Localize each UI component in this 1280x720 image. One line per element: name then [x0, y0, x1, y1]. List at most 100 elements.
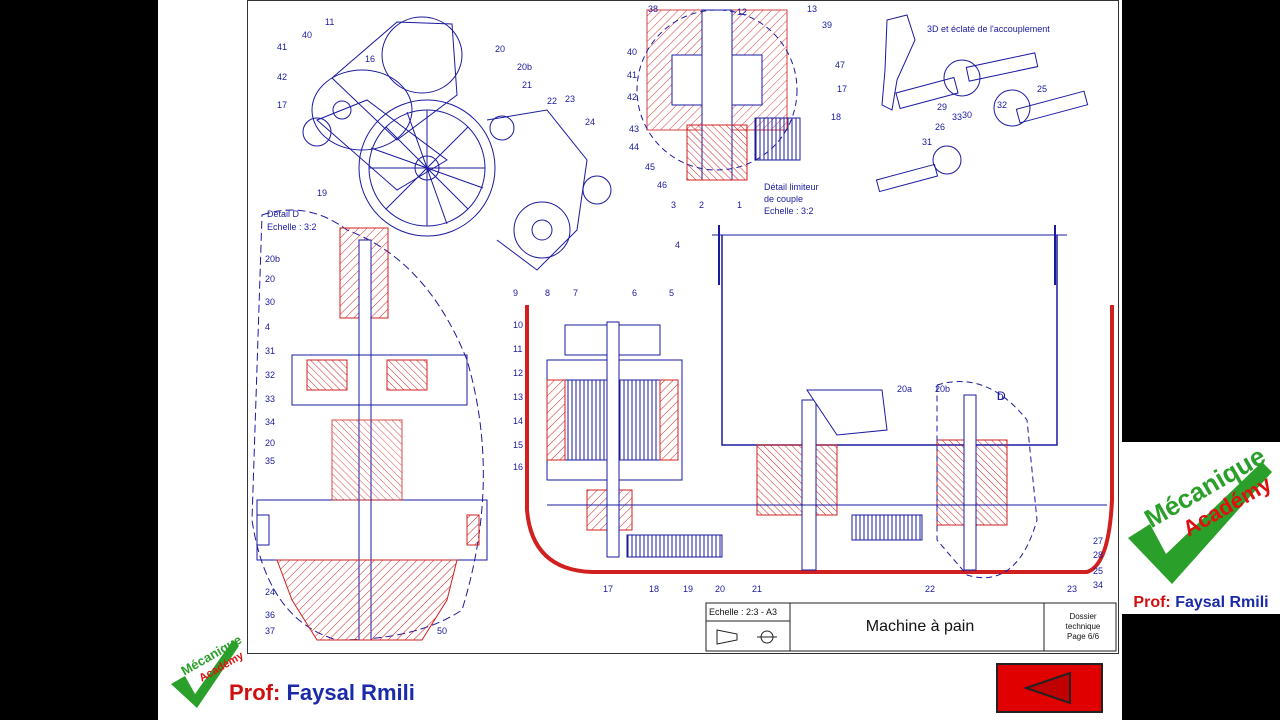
item-number-label: 17 — [837, 84, 847, 94]
item-number-label: 25 — [1093, 566, 1103, 576]
item-number-label: 16 — [365, 54, 375, 64]
footer-author-prefix: Prof: — [229, 680, 281, 705]
item-number-label: 10 — [513, 320, 523, 330]
item-number-label: 32 — [997, 100, 1007, 110]
item-number-label: 3 — [671, 200, 676, 210]
item-number-label: 40 — [627, 47, 637, 57]
item-number-label: 11 — [513, 344, 522, 354]
item-number-label: 2 — [699, 200, 704, 210]
item-number-label: 20a — [897, 384, 912, 394]
item-number-label: 31 — [265, 346, 275, 356]
item-number-label: 23 — [565, 94, 575, 104]
item-number-label: 30 — [265, 297, 275, 307]
item-number-label: 20b — [935, 384, 950, 394]
detail-d-marker: D — [997, 389, 1006, 403]
torque-limiter-detail — [636, 9, 801, 181]
item-number-label: 18 — [831, 112, 841, 122]
item-number-label: 28 — [1093, 550, 1103, 560]
drawing-title: Machine à pain — [865, 618, 975, 635]
item-number-label: 8 — [545, 288, 550, 298]
item-number-label: 34 — [1093, 580, 1103, 590]
item-number-label: 42 — [277, 72, 287, 82]
title-block: Echelle : 2:3 - A3 Machine à pain Dossie… — [706, 603, 1116, 651]
item-number-label: 20b — [517, 62, 532, 72]
left-arrow-icon — [1022, 671, 1071, 705]
item-number-label: 19 — [317, 188, 327, 198]
item-number-label: 39 — [822, 20, 832, 30]
item-number-label: 20b — [265, 254, 280, 264]
item-number-label: 32 — [265, 370, 275, 380]
item-number-label: 46 — [657, 180, 667, 190]
footer-author: Prof: Faysal Rmili — [229, 680, 415, 706]
item-number-label: 31 — [922, 137, 932, 147]
item-number-label: 1 — [737, 200, 742, 210]
item-number-label: 33 — [952, 112, 962, 122]
item-number-label: 6 — [632, 288, 637, 298]
item-number-label: 17 — [603, 584, 613, 594]
item-number-label: 35 — [265, 456, 275, 466]
item-number-label: 42 — [627, 92, 637, 102]
caption-limiter-line1: Détail limiteur — [764, 182, 819, 192]
item-number-label: 25 — [1037, 84, 1047, 94]
caption-limiter-line2: de couple — [764, 194, 803, 204]
item-number-label: 22 — [547, 96, 557, 106]
item-number-label: 21 — [752, 584, 762, 594]
item-number-label: 50 — [437, 626, 447, 636]
side-author-prefix: Prof: — [1133, 594, 1171, 611]
item-number-label: 40 — [302, 30, 312, 40]
item-number-label: 34 — [265, 417, 275, 427]
item-number-label: D — [997, 392, 1004, 402]
item-number-label: 20 — [715, 584, 725, 594]
item-number-label: 45 — [645, 162, 655, 172]
dossier-page: Page 6/6 — [1066, 632, 1100, 641]
side-author: Prof: Faysal Rmili — [1122, 592, 1280, 614]
dossier-line2: technique — [1065, 622, 1101, 631]
item-number-label: 20 — [265, 274, 275, 284]
item-number-label: 14 — [513, 416, 523, 426]
dossier-info: Dossier technique Page 6/6 — [1050, 603, 1116, 651]
back-button[interactable] — [996, 663, 1103, 713]
footer-author-name: Faysal Rmili — [286, 680, 415, 705]
caption-limiter-scale: Echelle : 3:2 — [764, 206, 814, 216]
item-number-label: 4 — [675, 240, 680, 250]
item-number-label: 7 — [573, 288, 578, 298]
item-number-label: 26 — [935, 122, 945, 132]
item-number-label: 5 — [669, 288, 674, 298]
item-number-label: 20 — [265, 438, 275, 448]
title-block-frame — [705, 602, 1117, 652]
item-number-label: 19 — [683, 584, 693, 594]
coupling-exploded-view — [875, 14, 1089, 193]
caption-detail-d-scale: Echelle : 3:2 — [267, 222, 317, 232]
dossier-line1: Dossier — [1069, 612, 1097, 621]
item-number-label: 16 — [513, 462, 523, 472]
item-number-label: 29 — [937, 102, 947, 112]
item-number-label: 22 — [925, 584, 935, 594]
item-number-label: 23 — [1067, 584, 1077, 594]
item-number-label: 18 — [649, 584, 659, 594]
item-number-label: 9 — [513, 288, 518, 298]
exploded-3d-view — [302, 16, 612, 271]
side-logo: Mécanique Académy — [1122, 442, 1280, 592]
item-number-label: 36 — [265, 610, 275, 620]
item-number-label: 47 — [835, 60, 845, 70]
main-assembly-section — [525, 225, 1114, 579]
caption-detail-d: Détail D — [267, 209, 300, 219]
item-number-label: 30 — [962, 110, 972, 120]
item-number-label: 41 — [277, 42, 287, 52]
item-number-label: 21 — [522, 80, 532, 90]
item-number-label: 15 — [513, 440, 523, 450]
caption-3d-coupling: 3D et éclaté de l'accouplement — [927, 24, 1050, 34]
item-number-label: 4 — [265, 322, 270, 332]
item-number-label: 43 — [629, 124, 639, 134]
item-number-label: 33 — [265, 394, 275, 404]
item-number-label: 13 — [807, 4, 817, 14]
item-number-label: 17 — [277, 100, 287, 110]
item-number-label: 27 — [1093, 536, 1103, 546]
item-number-label: 12 — [513, 368, 523, 378]
mecanique-academy-logo: Mécanique Académy — [171, 632, 245, 708]
item-number-label: 24 — [585, 117, 595, 127]
item-number-label: 44 — [629, 142, 639, 152]
item-number-label: 37 — [265, 626, 275, 636]
